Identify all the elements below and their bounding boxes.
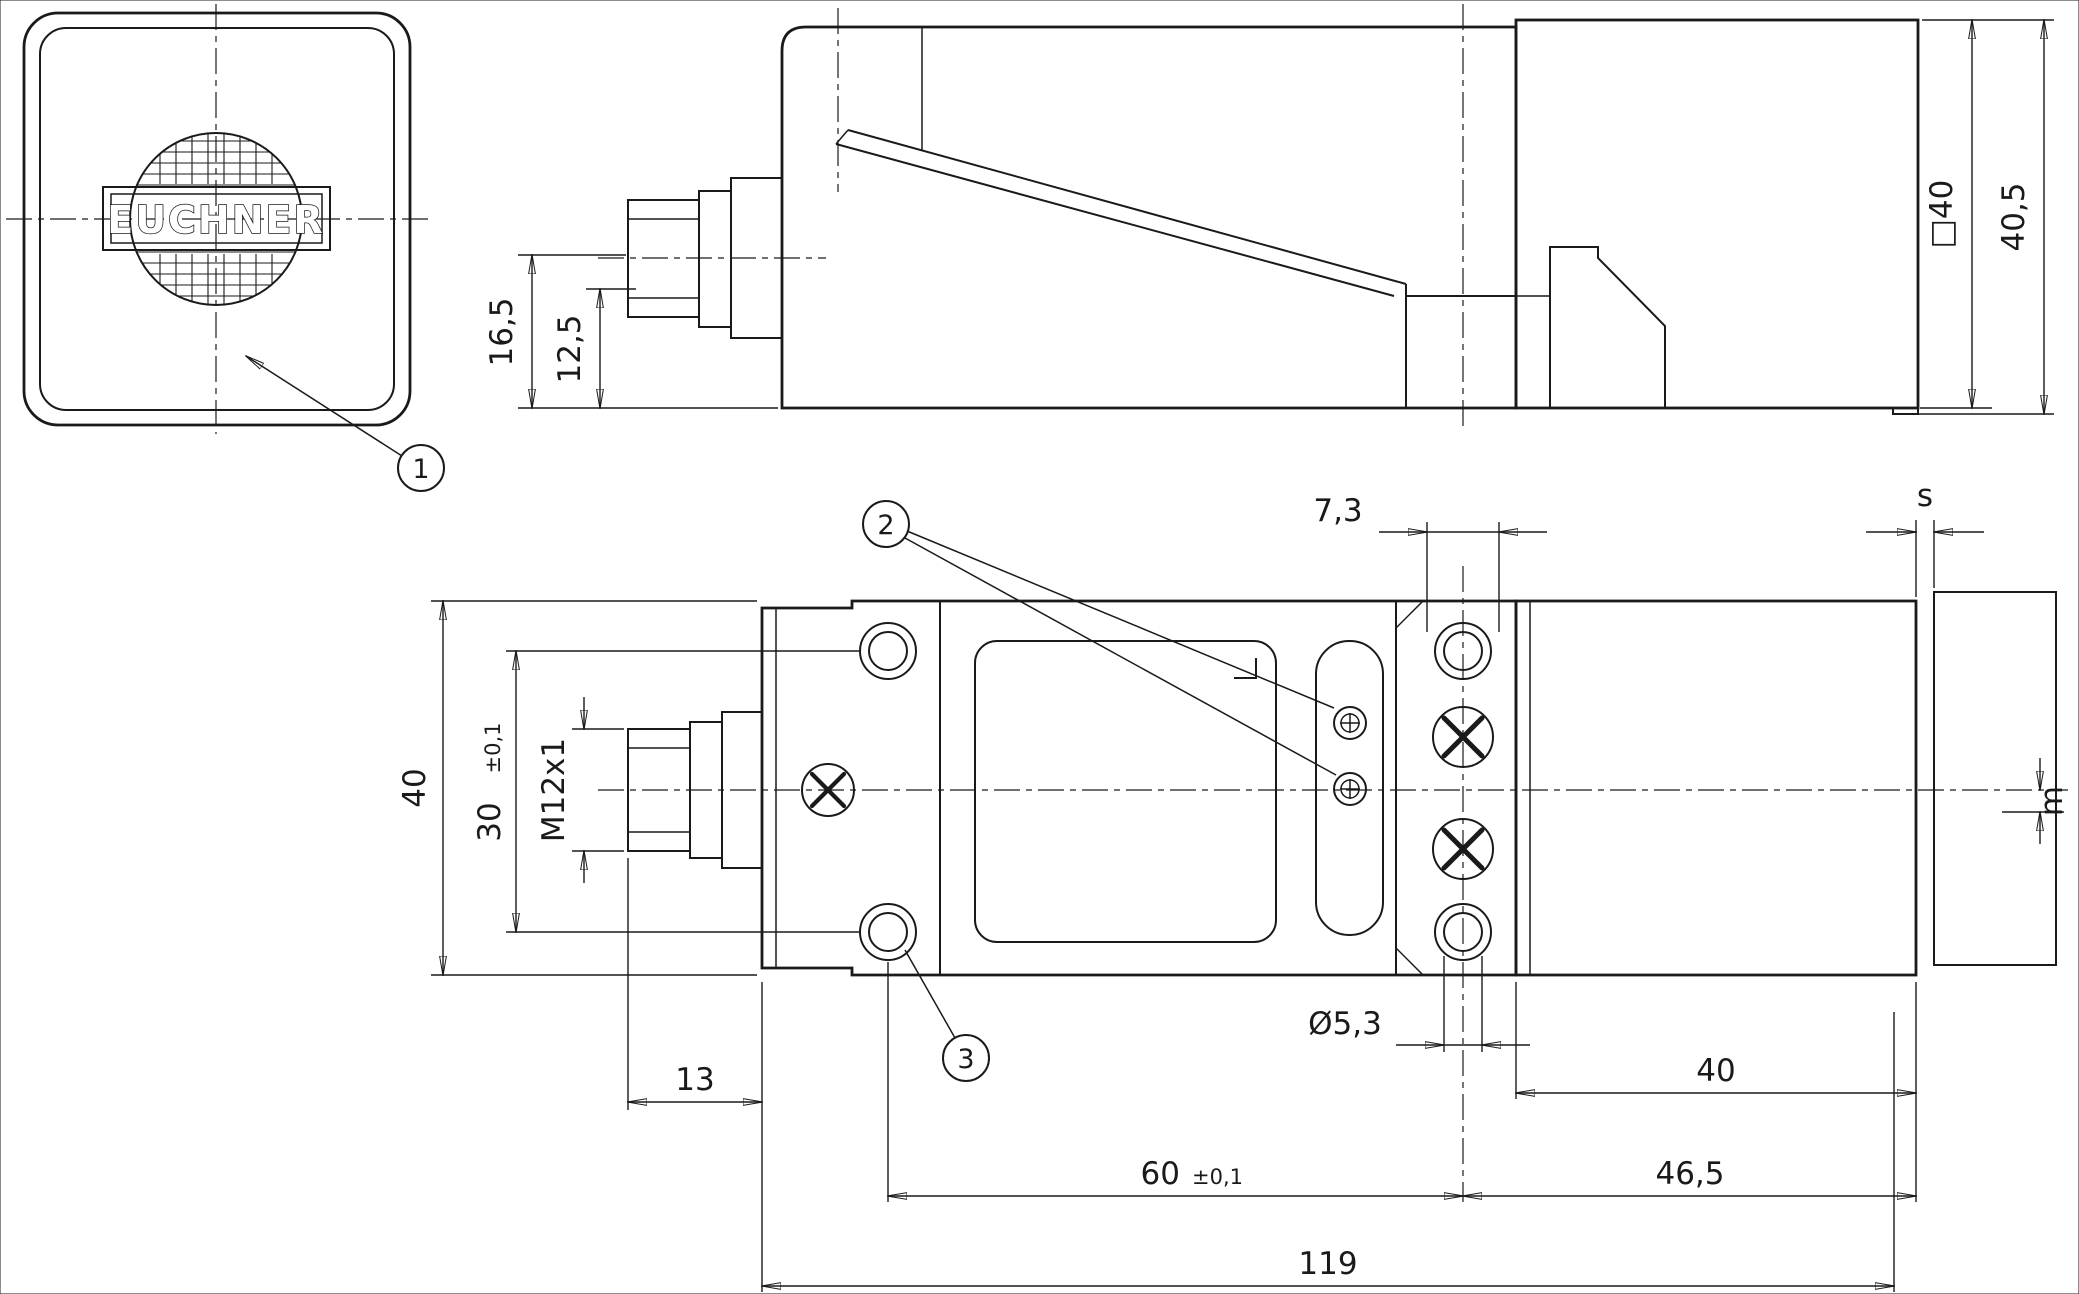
- balloon-3: 3: [904, 949, 990, 1082]
- dim-12-5-label: 12,5: [552, 314, 588, 383]
- euchner-logo: EUCHNER: [102, 132, 331, 306]
- balloon-3-label: 3: [957, 1044, 974, 1075]
- dim-body-width-label: 40: [397, 768, 433, 807]
- cover-recess: [974, 640, 1277, 943]
- balloon-1: 1: [246, 356, 445, 492]
- side-head-outline: [1514, 18, 1920, 410]
- logo-plate-inner: [110, 193, 323, 244]
- dim-square-40: □40: [1920, 20, 2054, 408]
- dim-hole-pitch-30-tol: ±0,1: [481, 723, 505, 774]
- dim-total-119: 119: [762, 1012, 1894, 1292]
- dim-slot-label: 7,3: [1313, 493, 1362, 529]
- top-view: 2 3 40 30 ±0,1 M12x1: [397, 478, 2070, 1292]
- front-view: EUCHNER 1: [6, 4, 445, 492]
- balloon-2-leader-a: [906, 530, 1335, 709]
- dim-slot-7-3: 7,3: [1313, 493, 1547, 632]
- dim-hole-dia-5-3: Ø5,3: [1308, 956, 1530, 1052]
- dim-body-width-40: 40: [397, 601, 757, 975]
- dim-pitch-60-tol: ±0,1: [1192, 1165, 1243, 1189]
- dim-axis-face-46-5: 46,5: [1463, 1156, 1916, 1196]
- dim-square-40-label: □40: [1924, 180, 1960, 249]
- led-slot: [1315, 640, 1384, 936]
- side-head-pocket: [1516, 246, 1666, 408]
- balloon-3-circle: [942, 1034, 990, 1082]
- dim-pitch-60: 60 ±0,1: [888, 962, 1463, 1202]
- dim-12-5: 12,5: [552, 289, 636, 408]
- balloon-3-leader: [904, 949, 956, 1039]
- dim-offset-m-label: m: [2034, 786, 2070, 816]
- dim-16-5-label: 16,5: [484, 297, 520, 366]
- sensing-face-target: [1933, 591, 2057, 966]
- dim-pitch-60-label: 60: [1141, 1156, 1180, 1192]
- dim-offset-m: m: [2002, 758, 2070, 844]
- dim-gap-s-label: s: [1917, 478, 1933, 514]
- side-view: 16,5 12,5 □40 40,5: [484, 4, 2054, 432]
- cover-corner-mark: [1234, 658, 1257, 679]
- balloon-1-circle: [397, 444, 445, 492]
- side-connector: [598, 177, 826, 339]
- dim-thread-label: M12x1: [536, 738, 572, 842]
- side-head-foot: [1892, 408, 1919, 415]
- dim-thread-m12: M12x1: [536, 697, 624, 883]
- dim-40-5-label: 40,5: [1996, 182, 2032, 251]
- balloon-2-circle: [862, 500, 910, 548]
- logo-plate: [102, 186, 331, 251]
- top-head-outline: [1514, 599, 1918, 977]
- led-screw-top: [1333, 706, 1367, 740]
- logo-text: EUCHNER: [107, 198, 325, 242]
- dim-head-40: 40: [1516, 982, 1916, 1202]
- balloon-2-leader-b: [904, 537, 1337, 776]
- dim-gap-s: s: [1866, 478, 1984, 597]
- logo-globe-circle: [129, 132, 303, 306]
- dim-axis-face-label: 46,5: [1655, 1156, 1724, 1192]
- dim-connector-13: 13: [628, 858, 762, 1292]
- dim-hole-pitch-30-label: 30: [472, 802, 508, 841]
- balloon-2: 2: [862, 500, 1337, 776]
- dim-connector-13-label: 13: [675, 1062, 714, 1098]
- led-screw-bottom: [1333, 772, 1367, 806]
- dim-16-5: 16,5: [484, 255, 778, 408]
- dim-40-5: 40,5: [1918, 20, 2054, 414]
- dim-hole-dia-label: Ø5,3: [1308, 1006, 1382, 1042]
- dim-head-40-label: 40: [1696, 1053, 1735, 1089]
- dim-total-119-label: 119: [1298, 1246, 1357, 1282]
- dim-hole-pitch-30: 30 ±0,1: [472, 651, 860, 932]
- mounting-hole-left-bottom: [859, 903, 917, 961]
- side-body-outline: [780, 25, 1518, 410]
- balloon-1-leader: [246, 356, 403, 457]
- balloon-1-label: 1: [412, 454, 429, 485]
- mounting-hole-left-top: [859, 622, 917, 680]
- side-body-details: [835, 4, 1516, 432]
- balloon-2-label: 2: [877, 510, 894, 541]
